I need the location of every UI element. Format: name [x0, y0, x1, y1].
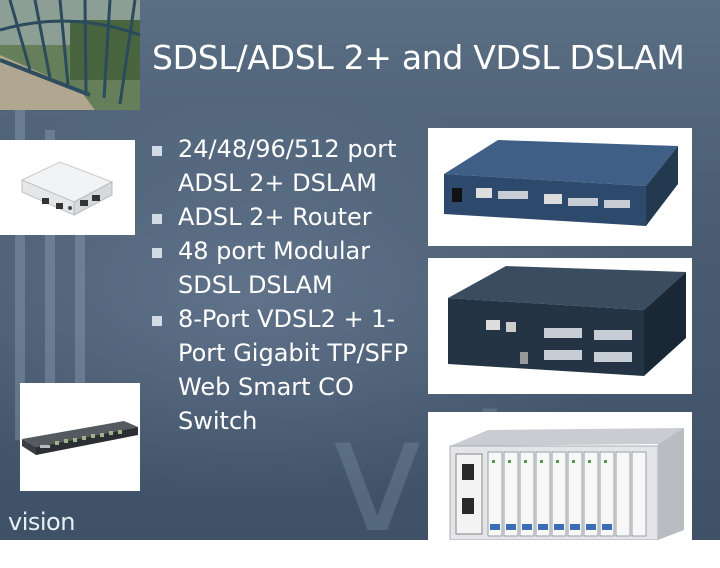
bullet-item: ADSL 2+ Router	[152, 200, 422, 234]
chassis-dslam-photo	[428, 412, 692, 540]
footer-logo-text: vision	[8, 508, 75, 536]
rack-dslam-photo	[428, 128, 692, 246]
slide-title: SDSL/ADSL 2+ and VDSL DSLAM	[152, 38, 685, 77]
bullet-marker-icon	[152, 214, 162, 224]
bullet-text: 24/48/96/512 port ADSL 2+ DSLAM	[178, 135, 397, 197]
bullet-text: 48 port Modular SDSL DSLAM	[178, 237, 371, 299]
bullet-list: 24/48/96/512 port ADSL 2+ DSLAM ADSL 2+ …	[152, 132, 422, 438]
bullet-marker-icon	[152, 248, 162, 258]
bullet-marker-icon	[152, 316, 162, 326]
bullet-text: 8-Port VDSL2 + 1-Port Gigabit TP/SFP Web…	[178, 305, 409, 435]
bridge-photo	[0, 0, 140, 110]
bullet-item: 8-Port VDSL2 + 1-Port Gigabit TP/SFP Web…	[152, 302, 422, 438]
adsl-router-photo	[0, 140, 135, 235]
bullet-item: 24/48/96/512 port ADSL 2+ DSLAM	[152, 132, 422, 200]
bullet-item: 48 port Modular SDSL DSLAM	[152, 234, 422, 302]
bullet-marker-icon	[152, 146, 162, 156]
bullet-text: ADSL 2+ Router	[178, 203, 372, 231]
vdsl-switch-photo	[20, 383, 140, 491]
modular-sdsl-dslam-photo	[428, 258, 692, 394]
